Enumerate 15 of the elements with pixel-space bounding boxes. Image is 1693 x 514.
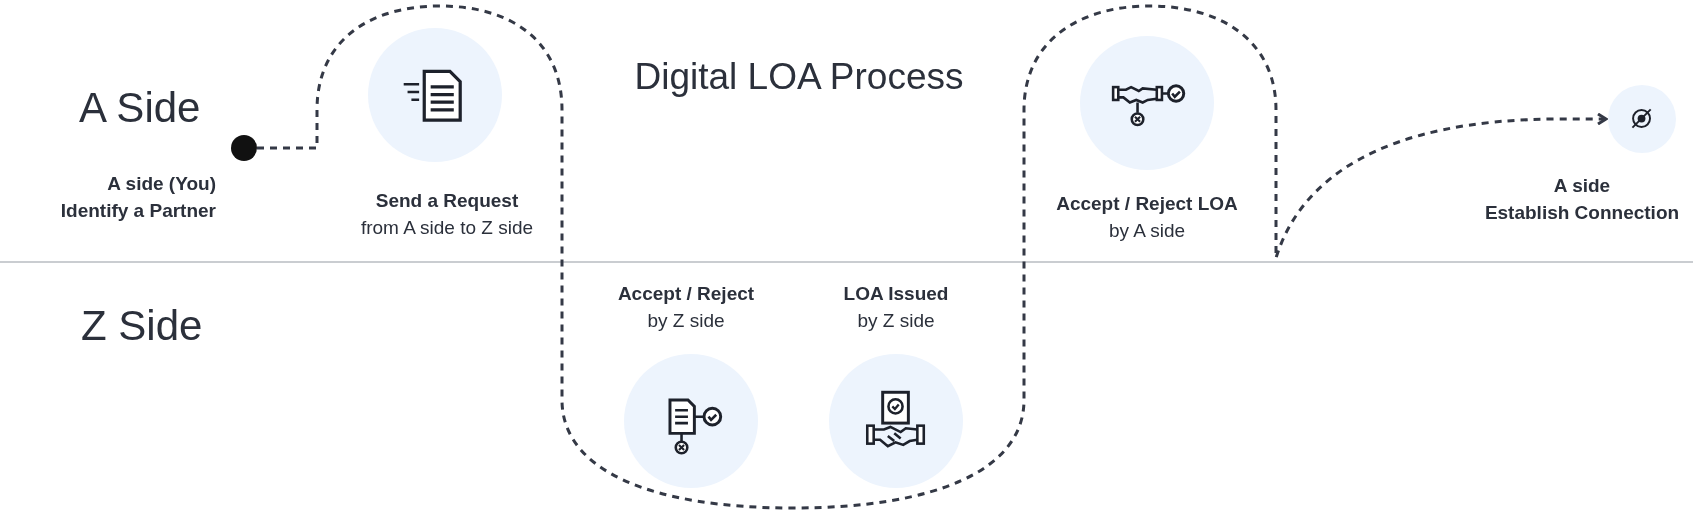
step-title: Accept / Reject LOA (1056, 192, 1238, 216)
step-subtitle: by A side (1108, 219, 1186, 243)
step-title: LOA Issued (843, 282, 949, 306)
dashed-arrow (257, 4, 1608, 510)
step-title: A side (You) Identify a Partner (59, 172, 216, 223)
step-subtitle: by Z side (857, 309, 935, 333)
step-subtitle: from A side to Z side (360, 216, 534, 240)
step-title: A side (1553, 174, 1611, 198)
step-subtitle: Establish Connection (1484, 201, 1680, 225)
lane-label: Z Side (81, 302, 203, 350)
step-title: Accept / Reject (617, 282, 755, 306)
diagram-title: Digital LOA Process (634, 56, 964, 98)
step-subtitle: by Z side (647, 309, 725, 333)
lane-label: A Side (79, 84, 201, 132)
step-title: Send a Request (375, 189, 519, 213)
